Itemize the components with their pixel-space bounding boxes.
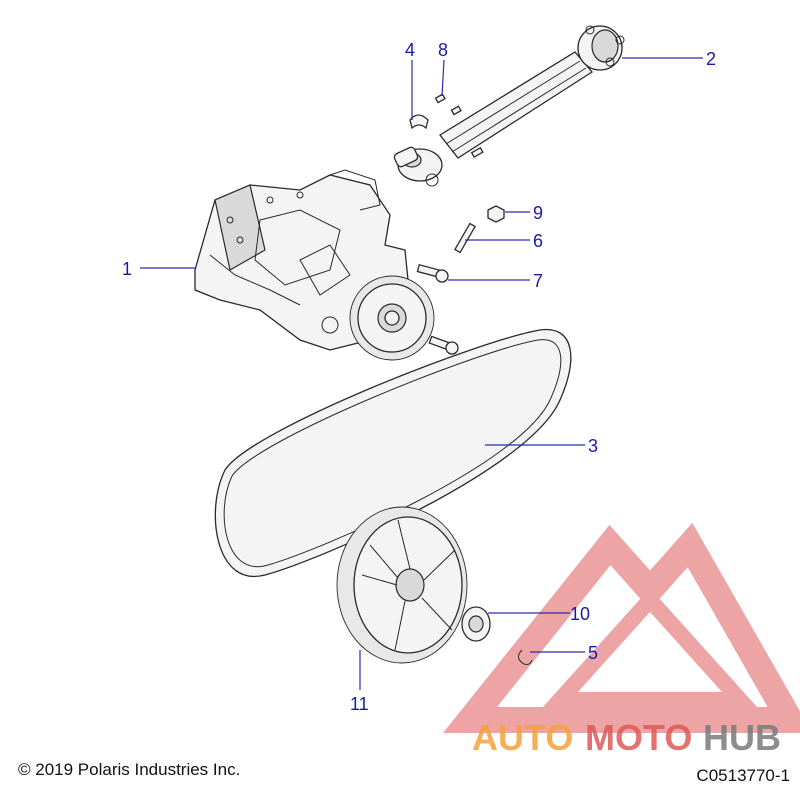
callout-5: 5 bbox=[588, 643, 598, 663]
watermark-word-auto: AUTO bbox=[472, 717, 573, 758]
callout-3: 3 bbox=[588, 436, 598, 456]
callout-6: 6 bbox=[533, 231, 543, 251]
callout-2: 2 bbox=[706, 49, 716, 69]
copyright-notice: © 2019 Polaris Industries Inc. bbox=[18, 760, 241, 779]
callout-10: 10 bbox=[570, 604, 590, 624]
watermark-word-moto: MOTO bbox=[585, 717, 692, 758]
drive-sprocket bbox=[349, 275, 435, 361]
retaining-clip bbox=[518, 649, 533, 665]
watermark-wordmark: AUTO MOTO HUB bbox=[472, 717, 781, 758]
callout-11: 11 bbox=[350, 694, 369, 714]
callout-4: 4 bbox=[405, 40, 415, 60]
drawing-code: C0513770-1 bbox=[696, 766, 790, 785]
clamp bbox=[409, 114, 429, 130]
leader-lines bbox=[140, 57, 703, 690]
hub-nut bbox=[461, 606, 491, 642]
driven-sprocket bbox=[336, 506, 468, 664]
callout-9: 9 bbox=[533, 203, 543, 223]
watermark-logo bbox=[442, 522, 800, 733]
callout-7: 7 bbox=[533, 271, 543, 291]
prop-shaft bbox=[393, 25, 625, 187]
nut bbox=[487, 205, 505, 223]
stud bbox=[454, 222, 476, 254]
screws bbox=[434, 93, 484, 158]
lower-bolt bbox=[428, 335, 459, 355]
drive-belt bbox=[214, 328, 572, 578]
callout-1: 1 bbox=[122, 259, 132, 279]
callout-8: 8 bbox=[438, 40, 448, 60]
watermark-word-hub: HUB bbox=[703, 717, 781, 758]
bolt bbox=[416, 263, 449, 283]
